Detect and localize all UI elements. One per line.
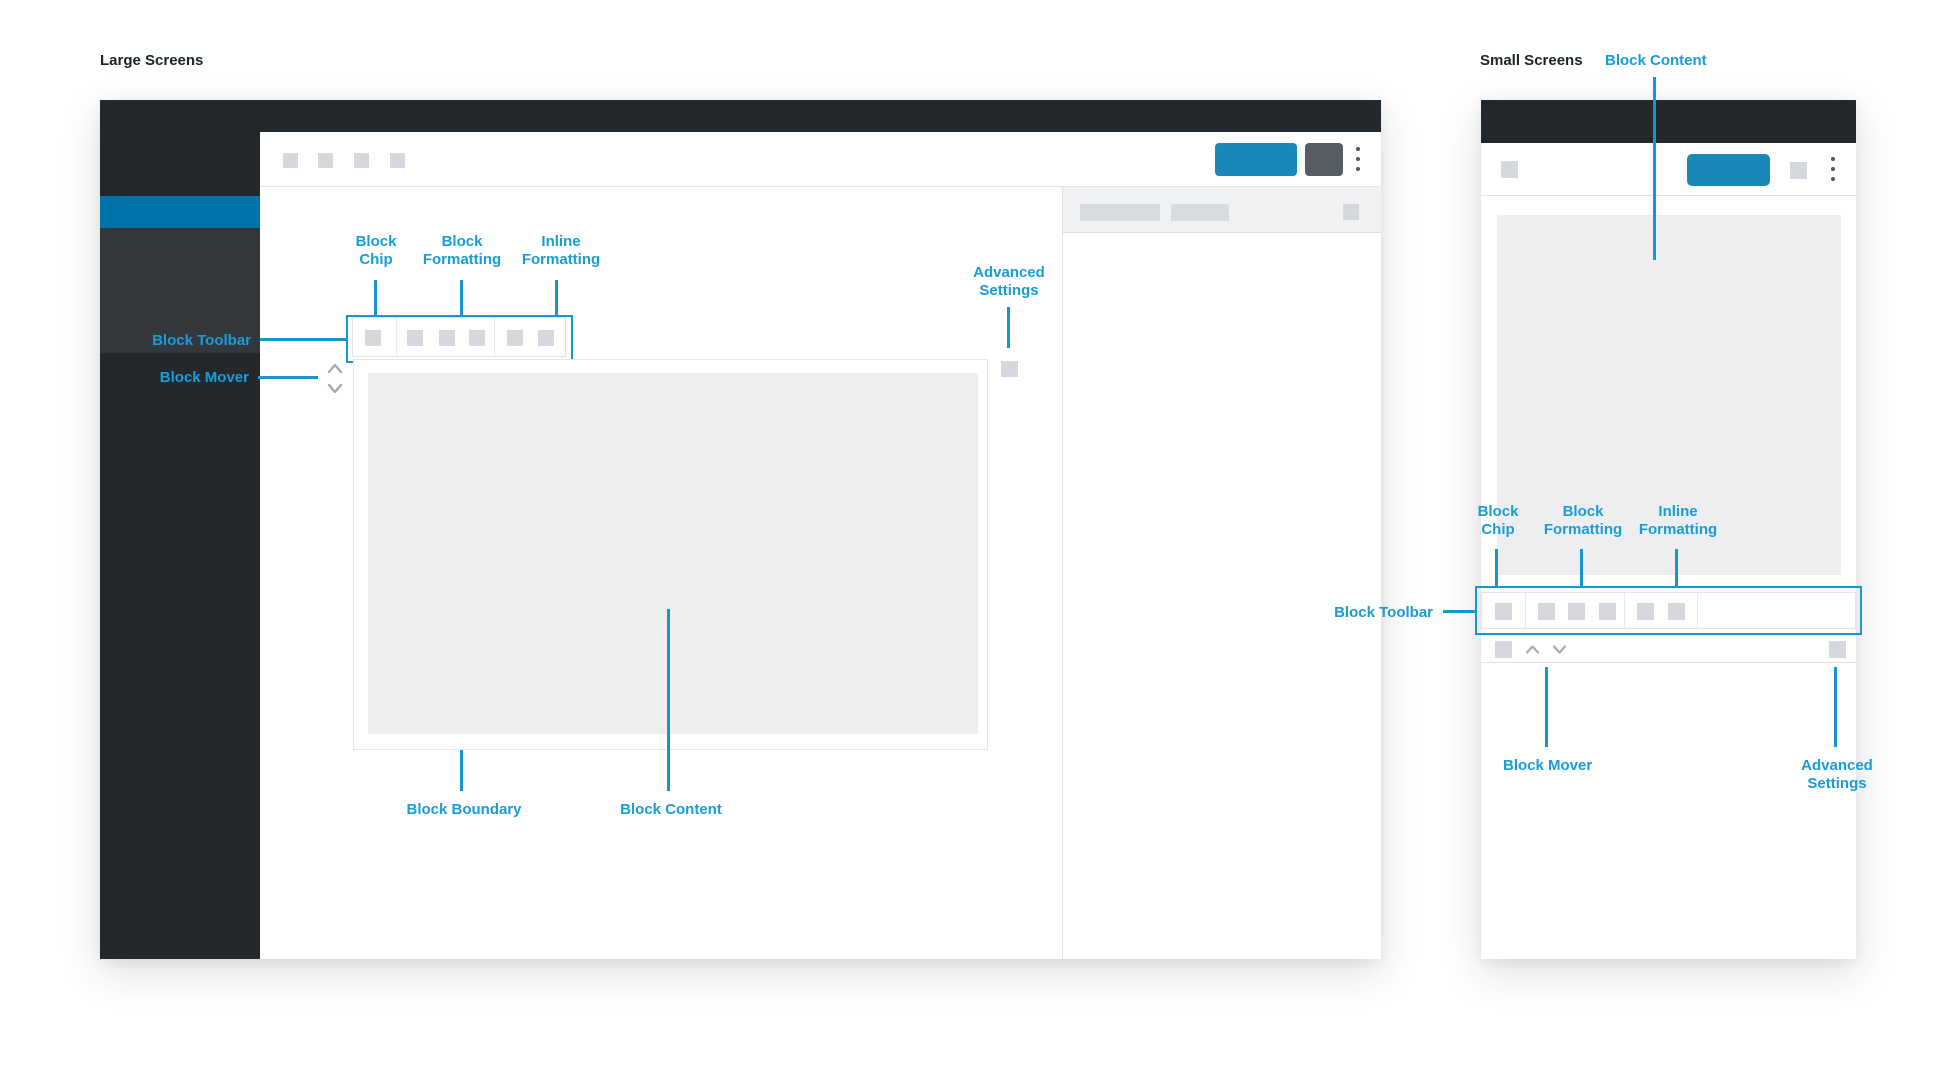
callout-line bbox=[1675, 549, 1678, 587]
callout-line bbox=[1545, 667, 1548, 747]
callout-line bbox=[667, 609, 670, 791]
advanced-settings-icon[interactable] bbox=[1001, 361, 1018, 377]
panel-divider bbox=[1062, 187, 1063, 959]
align-center-icon[interactable] bbox=[439, 330, 455, 346]
label-block-toolbar: Block Toolbar bbox=[152, 332, 251, 349]
block-content[interactable] bbox=[368, 373, 978, 734]
italic-icon[interactable] bbox=[1668, 603, 1685, 620]
inserter-icon[interactable] bbox=[1501, 161, 1518, 178]
callout-line bbox=[374, 280, 377, 315]
redo-icon[interactable] bbox=[354, 153, 369, 168]
more-menu-icon[interactable] bbox=[1831, 157, 1835, 181]
label-block-content: Block Content bbox=[620, 801, 722, 818]
callout-line bbox=[260, 338, 346, 341]
align-left-icon[interactable] bbox=[1538, 603, 1555, 620]
label-block-content-small: Block Content bbox=[1605, 52, 1707, 69]
publish-button[interactable] bbox=[1687, 154, 1770, 186]
settings-panel-header bbox=[1063, 187, 1381, 233]
callout-line bbox=[1653, 77, 1656, 260]
move-up-icon[interactable] bbox=[327, 362, 343, 375]
block-content-small[interactable] bbox=[1497, 215, 1841, 575]
block-chip-icon-small[interactable] bbox=[1495, 641, 1512, 658]
info-icon[interactable] bbox=[390, 153, 405, 168]
label-block-mover: Block Mover bbox=[159, 369, 249, 386]
block-chip-icon[interactable] bbox=[365, 330, 381, 346]
callout-line bbox=[1443, 610, 1475, 613]
callout-line bbox=[460, 280, 463, 315]
block-toolbar-small bbox=[1481, 592, 1856, 629]
italic-icon[interactable] bbox=[538, 330, 554, 346]
align-right-icon[interactable] bbox=[1599, 603, 1616, 620]
publish-button[interactable] bbox=[1215, 143, 1297, 176]
block-mover-row bbox=[1481, 635, 1856, 663]
callout-line bbox=[460, 750, 463, 791]
advanced-settings-icon[interactable] bbox=[1829, 641, 1846, 658]
editor-topbar-small bbox=[1481, 143, 1856, 196]
align-left-icon[interactable] bbox=[407, 330, 423, 346]
admin-sidebar-submenu bbox=[100, 228, 260, 353]
inserter-icon[interactable] bbox=[283, 153, 298, 168]
callout-line bbox=[555, 280, 558, 315]
settings-toggle-button[interactable] bbox=[1305, 143, 1343, 176]
undo-icon[interactable] bbox=[318, 153, 333, 168]
callout-line bbox=[1495, 549, 1498, 587]
admin-topbar-dark-small bbox=[1481, 100, 1856, 143]
large-editor-window bbox=[100, 100, 1381, 959]
move-up-icon[interactable] bbox=[1525, 644, 1540, 655]
block-chip-icon[interactable] bbox=[1495, 603, 1512, 620]
block-toolbar bbox=[352, 317, 566, 357]
close-panel-icon[interactable] bbox=[1343, 204, 1359, 220]
admin-sidebar-selected-item[interactable] bbox=[100, 196, 260, 228]
align-right-icon[interactable] bbox=[469, 330, 485, 346]
more-menu-icon[interactable] bbox=[1356, 147, 1360, 171]
callout-line bbox=[1580, 549, 1583, 587]
label-block-mover-small: Block Mover bbox=[1503, 757, 1593, 774]
block-tab[interactable] bbox=[1171, 204, 1229, 221]
bold-icon[interactable] bbox=[1637, 603, 1654, 620]
large-screens-title: Large Screens bbox=[100, 52, 204, 69]
align-center-icon[interactable] bbox=[1568, 603, 1585, 620]
small-editor-window bbox=[1481, 100, 1856, 959]
toolbar-divider bbox=[1624, 593, 1625, 628]
toolbar-divider bbox=[396, 318, 397, 356]
settings-toggle-icon[interactable] bbox=[1790, 162, 1807, 179]
callout-line bbox=[1007, 307, 1010, 348]
label-block-boundary: Block Boundary bbox=[406, 801, 522, 818]
bold-icon[interactable] bbox=[507, 330, 523, 346]
move-down-icon[interactable] bbox=[1552, 644, 1567, 655]
callout-line bbox=[1834, 667, 1837, 747]
toolbar-divider bbox=[1525, 593, 1526, 628]
toolbar-divider bbox=[1697, 593, 1698, 628]
editor-topbar bbox=[260, 132, 1381, 187]
callout-line bbox=[258, 376, 318, 379]
move-down-icon[interactable] bbox=[327, 382, 343, 395]
toolbar-divider bbox=[494, 318, 495, 356]
document-tab[interactable] bbox=[1080, 204, 1160, 221]
label-block-toolbar-small: Block Toolbar bbox=[1334, 604, 1433, 621]
small-screens-title: Small Screens bbox=[1480, 52, 1583, 69]
block-toolbar-highlight-small bbox=[1475, 586, 1862, 635]
admin-topbar-dark bbox=[100, 100, 1381, 132]
